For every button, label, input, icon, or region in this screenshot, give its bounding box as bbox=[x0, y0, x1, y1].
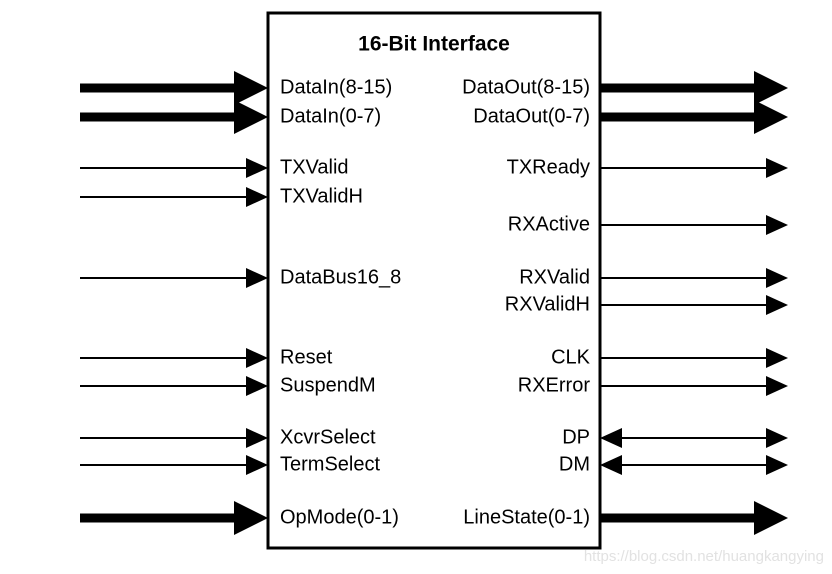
pin-label-out-10: LineState(0-1) bbox=[463, 506, 590, 528]
right-signal-wires bbox=[600, 71, 788, 535]
arrow-in-1 bbox=[234, 100, 268, 134]
arrow-out-5 bbox=[766, 295, 788, 315]
arrow-in-3 bbox=[246, 187, 268, 207]
arrow-out-6 bbox=[766, 348, 788, 368]
arrow-out-8 bbox=[766, 428, 788, 448]
arrow-in-7 bbox=[246, 428, 268, 448]
arrow-out-3 bbox=[766, 215, 788, 235]
pin-label-in-4: DataBus16_8 bbox=[280, 266, 401, 288]
pin-label-out-8: DP bbox=[562, 426, 590, 448]
pin-label-in-6: SuspendM bbox=[280, 374, 376, 396]
arrow-in-2 bbox=[246, 158, 268, 178]
interface-block-outline bbox=[266, 11, 602, 550]
pin-label-out-7: RXError bbox=[518, 374, 591, 396]
arrow-in-back-9 bbox=[600, 455, 622, 475]
arrow-out-10 bbox=[754, 501, 788, 535]
pin-label-out-9: DM bbox=[559, 453, 590, 475]
arrow-in-6 bbox=[246, 376, 268, 396]
arrow-out-4 bbox=[766, 268, 788, 288]
pin-label-in-7: XcvrSelect bbox=[280, 426, 376, 448]
pin-label-in-0: DataIn(8-15) bbox=[280, 76, 392, 98]
pin-label-in-5: Reset bbox=[280, 346, 333, 368]
pin-label-in-1: DataIn(0-7) bbox=[280, 105, 381, 127]
arrow-out-1 bbox=[754, 100, 788, 134]
pin-label-in-2: TXValid bbox=[280, 156, 349, 178]
arrow-in-back-8 bbox=[600, 428, 622, 448]
pin-label-out-4: RXValid bbox=[519, 266, 590, 288]
pin-label-out-0: DataOut(8-15) bbox=[462, 76, 590, 98]
pin-label-out-6: CLK bbox=[551, 346, 591, 368]
block-title: 16-Bit Interface bbox=[358, 33, 510, 56]
watermark-text: https://blog.csdn.net/huangkangying bbox=[584, 548, 824, 565]
arrow-in-5 bbox=[246, 348, 268, 368]
left-signal-wires bbox=[80, 71, 268, 535]
pin-label-in-8: TermSelect bbox=[280, 453, 380, 475]
pin-label-out-2: TXReady bbox=[507, 156, 590, 178]
arrow-out-2 bbox=[766, 158, 788, 178]
arrow-in-8 bbox=[246, 455, 268, 475]
pin-label-out-5: RXValidH bbox=[505, 293, 590, 315]
pin-label-out-3: RXActive bbox=[508, 213, 590, 235]
arrow-out-0 bbox=[754, 71, 788, 105]
arrow-out-9 bbox=[766, 455, 788, 475]
right-pin-labels: DataOut(8-15) DataOut(0-7) TXReadyRXActive… bbox=[462, 76, 591, 528]
arrow-in-0 bbox=[234, 71, 268, 105]
arrow-in-9 bbox=[234, 501, 268, 535]
pin-label-in-9: OpMode(0-1) bbox=[280, 506, 399, 528]
arrow-out-7 bbox=[766, 376, 788, 396]
pin-label-out-1: DataOut(0-7) bbox=[473, 105, 590, 127]
pin-label-in-3: TXValidH bbox=[280, 185, 363, 207]
arrow-in-4 bbox=[246, 268, 268, 288]
